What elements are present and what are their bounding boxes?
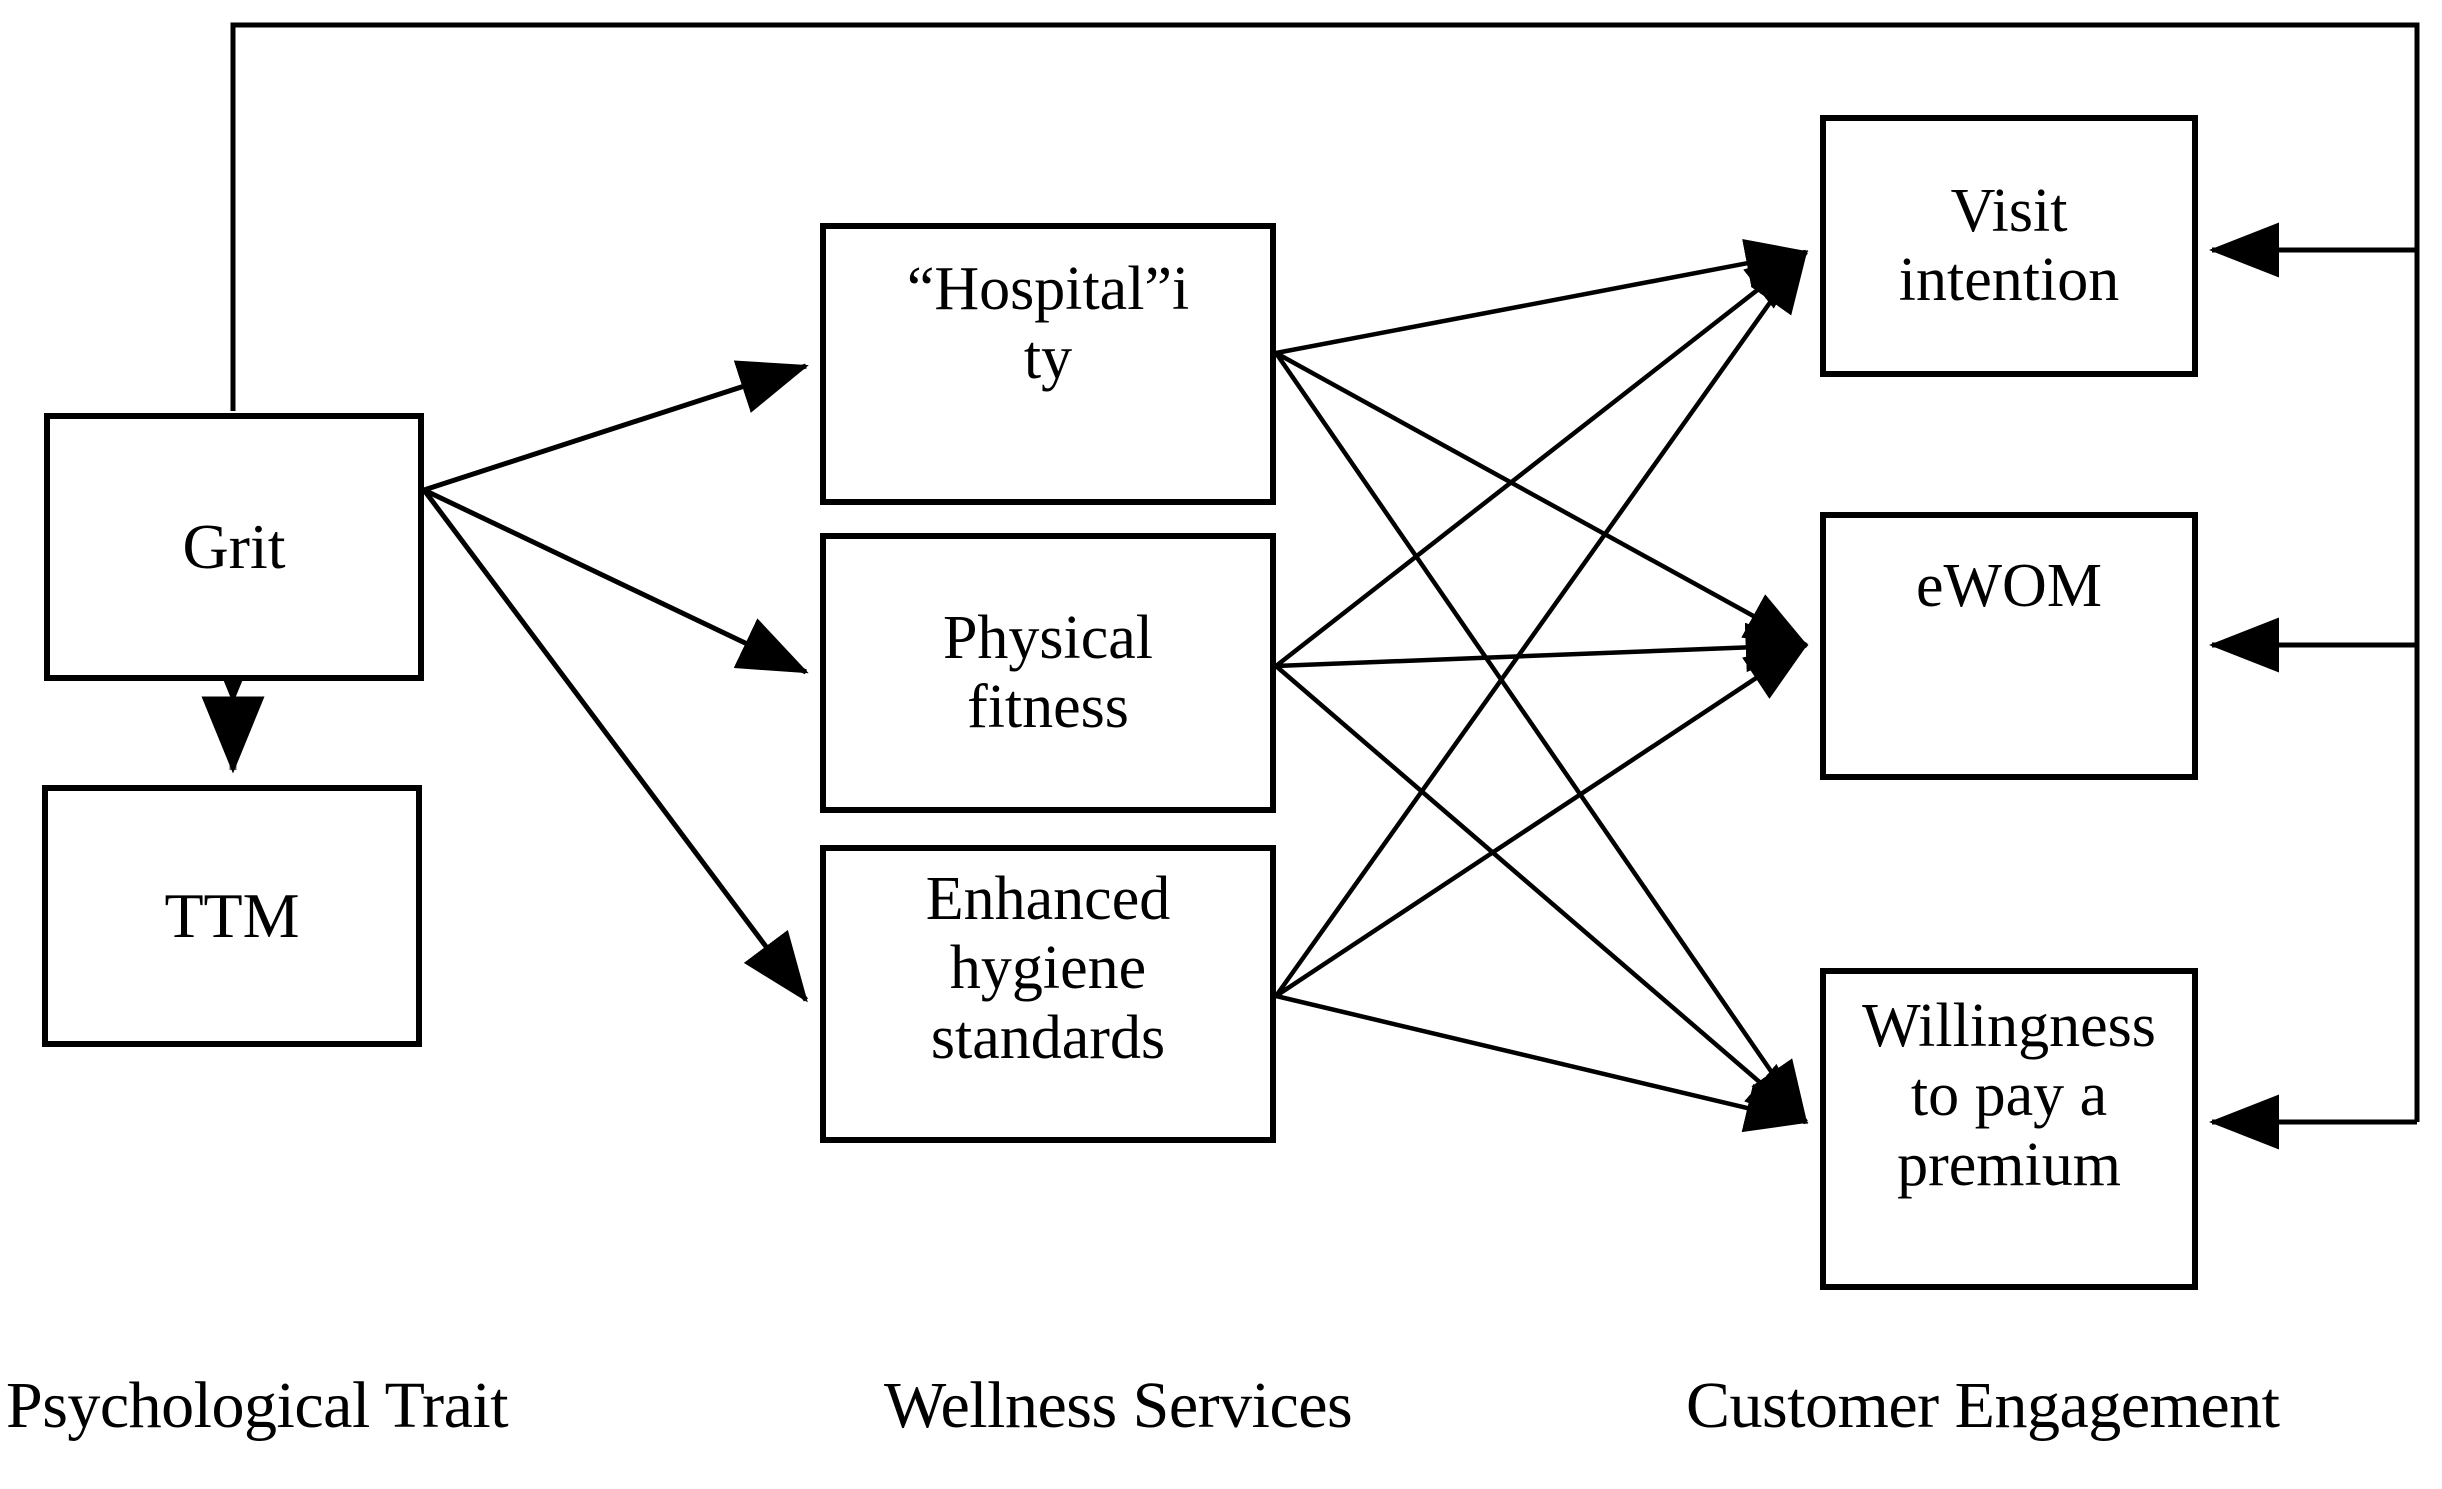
edge-hospitality-to-ewom	[1274, 351, 1809, 647]
edge-fitness-to-ewom	[1275, 622, 1809, 673]
node-willingness-to-pay-a-premium[interactable]: Willingness to pay a premium	[1820, 968, 2198, 1290]
node-visit-intention-label: Visit intention	[1898, 176, 2120, 314]
node-hospitality-label: “Hospital”i ty	[906, 255, 1190, 393]
node-enhanced-hygiene-label: Enhanced hygiene standards	[925, 865, 1171, 1072]
node-ttm[interactable]: TTM	[42, 785, 422, 1047]
edge-hygiene-to-ewom	[1274, 643, 1809, 998]
node-physical-fitness-label: Physical fitness	[942, 603, 1154, 741]
node-grit-label: Grit	[182, 511, 286, 583]
node-hospitality[interactable]: “Hospital”i ty	[820, 223, 1276, 505]
edge-fitness-to-visit	[1274, 250, 1809, 668]
node-ewom[interactable]: eWOM	[1820, 512, 2198, 780]
node-grit[interactable]: Grit	[44, 413, 424, 681]
node-physical-fitness[interactable]: Physical fitness	[820, 533, 1276, 813]
node-visit-intention[interactable]: Visit intention	[1820, 115, 2198, 377]
column-label-wellness-services: Wellness Services	[884, 1369, 1353, 1442]
edge-grit-to-hospitality	[423, 360, 809, 493]
node-willingness-label: Willingness to pay a premium	[1862, 992, 2156, 1199]
edge-hospitality-to-willingness	[1274, 351, 1808, 1125]
edge-hospitality-to-visit	[1275, 238, 1809, 356]
node-ewom-label: eWOM	[1916, 552, 2102, 620]
edge-hygiene-to-visit	[1274, 249, 1808, 998]
node-enhanced-hygiene[interactable]: Enhanced hygiene standards	[820, 845, 1276, 1143]
edge-grit-to-enhanced-hygiene	[421, 488, 809, 1003]
edge-fitness-to-willingness	[1274, 664, 1809, 1124]
edge-hygiene-to-willingness	[1275, 993, 1809, 1133]
edge-grit-to-physical-fitness	[422, 487, 809, 675]
column-label-customer-engagement: Customer Engagement	[1686, 1369, 2280, 1442]
column-label-psychological-trait: Psychological Trait	[6, 1369, 509, 1442]
node-ttm-label: TTM	[164, 880, 300, 952]
